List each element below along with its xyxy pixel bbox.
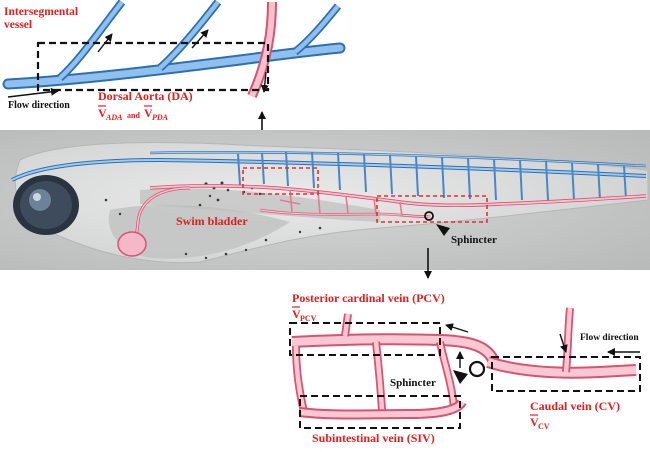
svg-text:V: V [144,106,153,120]
svg-text:V: V [98,106,107,120]
swim-bladder [117,231,147,257]
da-velocity-label: V ADA and V PDA [98,105,169,122]
cv-velocity-label: V CV [530,414,550,431]
dorsal-aorta-label: Dorsal Aorta (DA) [98,89,193,103]
sphincter-label-bottom: Sphincter [390,377,436,389]
sphincter-label-mid: Sphincter [451,234,497,246]
svg-text:PCV: PCV [300,314,317,323]
pcv-roi-box [289,322,441,356]
zebrafish-microscope-image: Swim bladder [0,130,650,270]
siv-label: Subintestinal vein (SIV) [312,431,435,445]
swim-bladder-label: Swim bladder [176,214,248,228]
bottom-inset: Sphincter Flow direction Posterior cardi… [289,291,641,445]
svg-text:ADA: ADA [105,113,123,122]
top-inset: Flow direction Intersegmental vessel Dor… [2,0,346,152]
roi-box-da [242,167,319,195]
siv-roi-box [299,395,461,429]
caudal-vein-label: Caudal vein (CV) [530,399,620,413]
flow-direction-label-top: Flow direction [8,100,70,111]
intersegmental-vessel-label-2: vessel [4,19,32,31]
flow-direction-arrow-top [7,87,59,98]
fish-eye [13,175,79,235]
roi-box-pcv [376,195,488,223]
svg-text:PDA: PDA [152,113,169,122]
sphincter-pointer-bottom [453,370,468,384]
intersegmental-vessel-label: Intersegmental [4,6,78,18]
svg-text:and: and [127,111,140,120]
da-roi-box [36,41,270,92]
pcv-velocity-label: V PCV [292,306,317,323]
sphincter-marker-mid [424,211,434,221]
microscope-intersegmental-vessels [237,151,627,201]
sphincter-marker-bottom [468,360,486,378]
svg-text:V: V [530,415,539,429]
sphincter-pointer-mid [436,224,450,236]
flow-direction-label-bottom: Flow direction [580,333,639,343]
svg-text:V: V [292,307,301,321]
pcv-label: Posterior cardinal vein (PCV) [292,291,445,305]
yolk-sac [108,204,290,259]
svg-text:CV: CV [538,422,550,431]
cv-roi-box [491,356,641,392]
